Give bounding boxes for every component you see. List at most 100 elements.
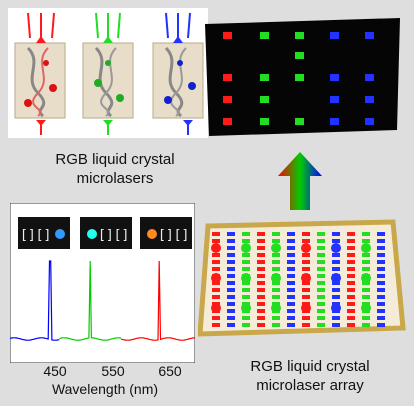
array-stripe-segment (272, 288, 280, 292)
display-pixel (365, 96, 374, 103)
bottom-caption-line-1: RGB liquid crystal (250, 358, 370, 375)
array-stripe-segment (272, 267, 280, 271)
laser-emission-burst (331, 303, 341, 313)
array-stripe-segment (332, 323, 340, 327)
laser-emission-burst (301, 303, 311, 313)
pixel-grid (223, 32, 374, 125)
array-stripe-segment (227, 302, 235, 306)
display-pixel (295, 52, 304, 59)
array-stripe-segment (332, 253, 340, 257)
array-stripe-segment (272, 323, 280, 327)
laser-emission-burst (241, 273, 251, 283)
array-stripe-segment (242, 288, 250, 292)
array-stripe-segment (302, 323, 310, 327)
array-stripe-segment (377, 239, 385, 243)
spectrum-plot: [][] [][] [][] (10, 203, 195, 363)
array-stripe-segment (272, 295, 280, 299)
array-stripe-segment (332, 288, 340, 292)
array-stripe-segment (377, 274, 385, 278)
array-stripe-segment (212, 295, 220, 299)
bottom-caption-line-2: microlaser array (256, 377, 364, 394)
array-stripe-segment (362, 260, 370, 264)
array-stripe-segment (287, 274, 295, 278)
array-stripe-segment (332, 260, 340, 264)
array-stripe-segment (362, 267, 370, 271)
array-stripe-segment (257, 274, 265, 278)
laser-emission-burst (301, 243, 311, 253)
array-stripe-segment (272, 316, 280, 320)
laser-emission-burst (331, 273, 341, 283)
array-stripe-segment (227, 267, 235, 271)
rgb-up-arrow (278, 152, 322, 210)
blue-microlaser-cell (152, 12, 204, 135)
array-stripe-segment (302, 316, 310, 320)
array-stripe-segment (272, 253, 280, 257)
array-stripe-segment (362, 323, 370, 327)
array-stripe-segment (347, 253, 355, 257)
array-stripe-segment (302, 239, 310, 243)
array-stripe-segment (242, 323, 250, 327)
array-stripe-segment (227, 309, 235, 313)
red-microlaser-cell (14, 12, 66, 135)
array-stripe-segment (377, 288, 385, 292)
array-stripe-segment (227, 232, 235, 236)
svg-text:[][]: [][] (98, 228, 129, 243)
array-stripe-segment (347, 316, 355, 320)
array-stripe-segment (317, 288, 325, 292)
array-stripe-segment (347, 274, 355, 278)
array-stripe-segment (212, 267, 220, 271)
array-stripe-segment (377, 267, 385, 271)
array-stripe-segment (212, 323, 220, 327)
array-stripe-segment (287, 309, 295, 313)
array-stripe-segment (317, 253, 325, 257)
array-stripe-segment (212, 316, 220, 320)
tick-label-550: 550 (101, 363, 125, 379)
array-stripe-segment (302, 260, 310, 264)
array-stripe-segment (227, 323, 235, 327)
display-pixel (260, 32, 269, 39)
array-stripe-segment (317, 260, 325, 264)
display-pixel (330, 96, 339, 103)
display-pixel (223, 32, 232, 39)
emission-inset-cyan: [][] (80, 217, 132, 249)
array-stripe-segment (212, 288, 220, 292)
array-stripe-segment (227, 316, 235, 320)
display-pixel (223, 118, 232, 125)
array-stripe-segment (377, 253, 385, 257)
array-stripe-segment (287, 316, 295, 320)
array-stripe-segment (362, 295, 370, 299)
array-stripe-segment (332, 316, 340, 320)
array-stripe-segment (287, 281, 295, 285)
array-stripe-segment (377, 260, 385, 264)
display-pixel (330, 118, 339, 125)
array-stripe-segment (317, 267, 325, 271)
display-pixel (365, 74, 374, 81)
laser-emission-burst (271, 303, 281, 313)
array-stripe-segment (362, 253, 370, 257)
display-pixel (365, 32, 374, 39)
emission-inset-blue: [][] (18, 217, 70, 249)
laser-emission-burst (361, 243, 371, 253)
array-stripe-segment (257, 253, 265, 257)
array-stripe-segment (362, 232, 370, 236)
array-stripe-segment (287, 288, 295, 292)
array-stripe-segment (317, 274, 325, 278)
array-stripe-segment (257, 267, 265, 271)
laser-emission-burst (361, 303, 371, 313)
array-stripe-segment (257, 288, 265, 292)
array-stripe-segment (317, 246, 325, 250)
array-stripe-segment (242, 267, 250, 271)
display-pixel (295, 118, 304, 125)
array-stripe-segment (257, 295, 265, 299)
array-stripes (211, 232, 385, 327)
laser-emission-burst (271, 273, 281, 283)
display-pixel (260, 74, 269, 81)
array-stripe-segment (302, 267, 310, 271)
display-pixel (330, 32, 339, 39)
laser-emission-burst (211, 243, 221, 253)
array-stripe-segment (227, 274, 235, 278)
laser-emission-burst (211, 273, 221, 283)
laser-emission-burst (241, 243, 251, 253)
array-stripe-segment (242, 295, 250, 299)
array-stripe-segment (347, 239, 355, 243)
